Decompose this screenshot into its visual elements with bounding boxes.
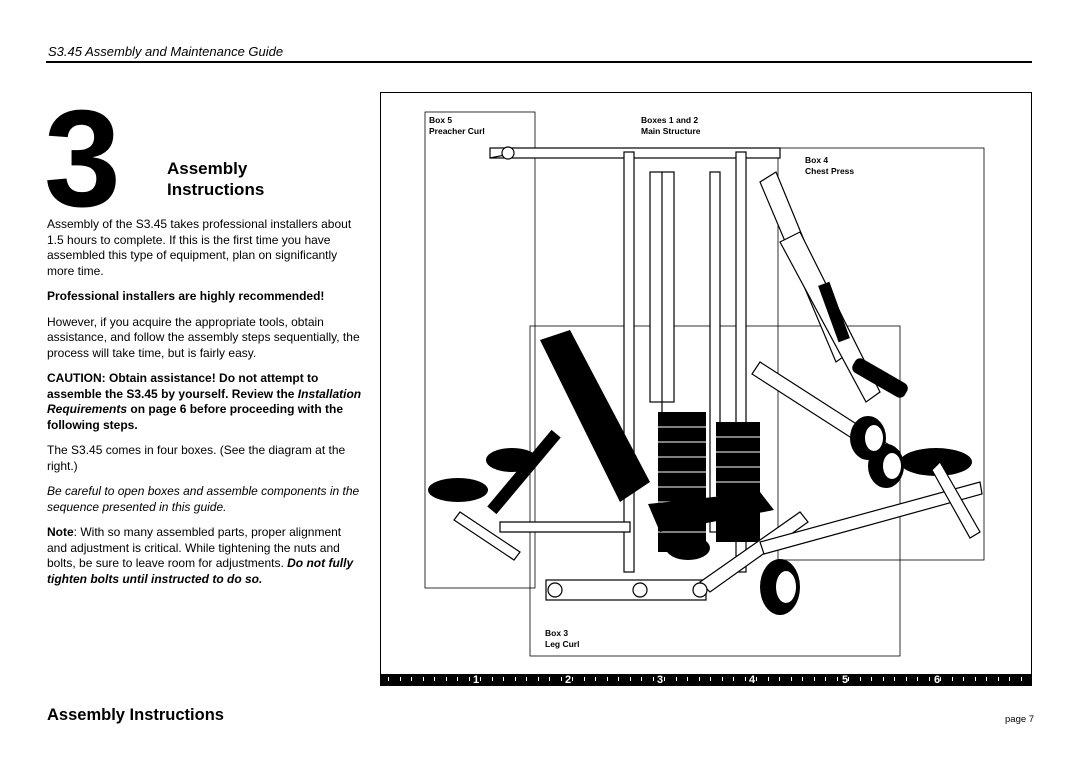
ruler-tick xyxy=(618,677,619,681)
ruler-tick xyxy=(848,677,849,681)
box4-label-line2: Chest Press xyxy=(805,165,855,176)
ruler-tick xyxy=(733,677,734,681)
ruler-tick xyxy=(940,677,941,681)
ruler-tick xyxy=(423,677,424,681)
boxes-1-2-label-line2: Main Structure xyxy=(641,125,701,136)
ruler-tick xyxy=(756,677,757,681)
box3-label-line1: Box 3 xyxy=(545,628,569,638)
ruler-tick xyxy=(561,677,562,681)
ruler-tick xyxy=(894,677,895,681)
ruler-tick xyxy=(722,677,723,681)
ruler-tick xyxy=(860,677,861,681)
ruler-tick xyxy=(584,677,585,681)
ruler-tick xyxy=(503,677,504,681)
intro-paragraph: Assembly of the S3.45 takes professional… xyxy=(47,217,352,278)
chapter-number: 3 xyxy=(44,82,121,236)
assembly-diagram: Box 5 Preacher Curl Boxes 1 and 2 Main S… xyxy=(380,92,1032,686)
chapter-title: Assembly Instructions xyxy=(167,158,307,200)
ruler-number-5: 5 xyxy=(842,674,849,686)
recommendation-paragraph: Professional installers are highly recom… xyxy=(47,289,325,303)
note-label: Note xyxy=(47,525,74,539)
ruler-tick xyxy=(630,677,631,681)
caution-text-c: on page 6 before proceeding with the fol… xyxy=(47,402,344,432)
sequence-paragraph: Be careful to open boxes and assemble co… xyxy=(47,484,360,514)
ruler-tick xyxy=(998,677,999,681)
ruler-tick xyxy=(641,677,642,681)
box4-label: Box 4 Chest Press xyxy=(805,155,854,176)
ruler-number-1: 1 xyxy=(473,674,480,686)
ruler-tick xyxy=(710,677,711,681)
page-number: page 7 xyxy=(1005,714,1035,725)
body-text: Assembly of the S3.45 takes professional… xyxy=(47,217,363,597)
installation-requirements-ref: Installation Requirements xyxy=(47,386,362,417)
box5-label-line1: Box 5 xyxy=(429,115,453,125)
ruler-number-3: 3 xyxy=(657,674,664,686)
box4-label-line1: Box 4 xyxy=(805,155,829,165)
box5-label-line2: Preacher Curl xyxy=(429,125,485,136)
ruler-tick xyxy=(917,677,918,681)
ruler-tick xyxy=(986,677,987,681)
guide-title: S3.45 Assembly and Maintenance Guide xyxy=(48,44,284,59)
note-paragraph: Note: With so many assembled parts, prop… xyxy=(47,525,363,587)
ruler-tick xyxy=(457,677,458,681)
ruler-tick xyxy=(492,677,493,681)
boxes-1-2-label-line1: Boxes 1 and 2 xyxy=(641,115,699,125)
ruler-tick xyxy=(837,677,838,681)
ruler-tick xyxy=(388,677,389,681)
ruler-tick xyxy=(699,677,700,681)
ruler-tick xyxy=(952,677,953,681)
footer-section-title: Assembly Instructions xyxy=(47,706,224,724)
ruler-tick xyxy=(595,677,596,681)
ruler-tick xyxy=(963,677,964,681)
ruler-tick xyxy=(434,677,435,681)
ruler-tick xyxy=(1009,677,1010,681)
tools-paragraph: However, if you acquire the appropriate … xyxy=(47,314,360,360)
ruler-tick xyxy=(469,677,470,681)
chapter-title-line2: Instructions xyxy=(167,180,265,199)
ruler-tick xyxy=(791,677,792,681)
ruler-tick xyxy=(607,677,608,681)
box5-label: Box 5 Preacher Curl xyxy=(429,115,485,136)
ruler-number-6: 6 xyxy=(934,674,941,686)
caution-text-a: CAUTION: Obtain assistance! Do not attem… xyxy=(47,371,319,401)
ruler-tick xyxy=(1021,677,1022,681)
ruler-tick xyxy=(515,677,516,681)
ruler-tick xyxy=(676,677,677,681)
ruler-tick xyxy=(687,677,688,681)
caution-paragraph: CAUTION: Obtain assistance! Do not attem… xyxy=(47,371,363,433)
ruler-tick xyxy=(400,677,401,681)
ruler-tick xyxy=(549,677,550,681)
ruler-number-2: 2 xyxy=(565,674,572,686)
ruler-tick xyxy=(768,677,769,681)
ruler-tick xyxy=(538,677,539,681)
note-warning: Do not fully tighten bolts until instruc… xyxy=(47,556,354,586)
ruler-tick xyxy=(572,677,573,681)
ruler-tick xyxy=(825,677,826,681)
ruler-tick xyxy=(906,677,907,681)
box3-label-line2: Leg Curl xyxy=(545,638,580,649)
ruler-tick xyxy=(883,677,884,681)
boxes-paragraph: The S3.45 comes in four boxes. (See the … xyxy=(47,443,346,473)
ruler-number-4: 4 xyxy=(749,674,756,686)
ruler-tick xyxy=(411,677,412,681)
boxes-1-2-label: Boxes 1 and 2 Main Structure xyxy=(641,115,701,136)
equipment-illustration xyxy=(380,92,1032,675)
header-rule xyxy=(46,61,1032,63)
box3-label: Box 3 Leg Curl xyxy=(545,628,579,649)
ruler-tick xyxy=(814,677,815,681)
section-ruler: 1 2 3 4 5 6 xyxy=(380,674,1032,686)
ruler-tick xyxy=(664,677,665,681)
note-text: : With so many assembled parts, proper a… xyxy=(47,525,342,570)
ruler-tick xyxy=(526,677,527,681)
ruler-tick xyxy=(929,677,930,681)
ruler-tick xyxy=(480,677,481,681)
ruler-tick xyxy=(745,677,746,681)
ruler-tick xyxy=(871,677,872,681)
ruler-tick xyxy=(779,677,780,681)
ruler-tick xyxy=(975,677,976,681)
chapter-title-line1: Assembly xyxy=(167,159,248,178)
ruler-tick xyxy=(802,677,803,681)
ruler-tick xyxy=(446,677,447,681)
ruler-tick xyxy=(653,677,654,681)
